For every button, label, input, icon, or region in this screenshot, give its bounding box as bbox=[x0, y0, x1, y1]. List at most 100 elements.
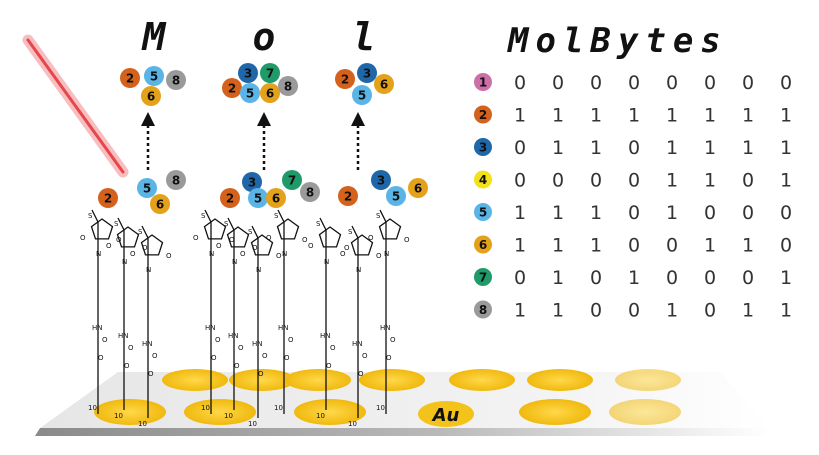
letter-M: M bbox=[141, 15, 167, 59]
bit-cell: 0 bbox=[704, 300, 716, 322]
atom-label: O bbox=[390, 336, 396, 344]
atom-label: S bbox=[348, 228, 353, 236]
atom-label: O bbox=[166, 252, 172, 260]
atom-label: N bbox=[146, 266, 151, 274]
molecule-number: 6 bbox=[380, 78, 388, 92]
molecule-number: 8 bbox=[284, 80, 292, 94]
molecule-number: 3 bbox=[244, 67, 252, 81]
bit-cell: 0 bbox=[666, 72, 678, 94]
atom-label: 10 bbox=[224, 412, 233, 420]
bit-cell: 1 bbox=[628, 267, 640, 289]
laser-beam bbox=[22, 34, 129, 178]
molecule-2-badge: 2 bbox=[335, 69, 355, 89]
bit-cell: 1 bbox=[742, 105, 754, 127]
bit-cell: 1 bbox=[514, 300, 526, 322]
gold-dot bbox=[184, 399, 256, 425]
atom-label: O bbox=[152, 352, 158, 360]
molecule-6-badge: 6 bbox=[408, 178, 428, 198]
atom-label: O bbox=[130, 250, 136, 258]
molecule-3-badge: 3 bbox=[238, 63, 258, 83]
atom-label: S bbox=[376, 212, 381, 220]
gold-dot bbox=[519, 399, 591, 425]
atom-label: O bbox=[98, 354, 104, 362]
molecule-8-badge: 8 bbox=[300, 182, 320, 202]
bit-cell: 1 bbox=[666, 105, 678, 127]
atom-label: 10 bbox=[88, 404, 97, 412]
arrow-head bbox=[351, 112, 365, 126]
arrow-head bbox=[257, 112, 271, 126]
atom-label: N bbox=[232, 258, 237, 266]
atom-label: S bbox=[224, 220, 229, 228]
atom-label: O bbox=[128, 344, 134, 352]
bit-cell: 1 bbox=[742, 137, 754, 159]
bit-cell: 1 bbox=[704, 235, 716, 257]
bit-cell: 0 bbox=[742, 170, 754, 192]
bit-cell: 0 bbox=[704, 72, 716, 94]
atom-label: O bbox=[344, 244, 350, 252]
bit-cell: 0 bbox=[552, 72, 564, 94]
molecule-5-badge: 5 bbox=[474, 203, 492, 221]
atom-label: O bbox=[193, 234, 199, 242]
molecule-2-badge: 2 bbox=[220, 188, 240, 208]
molecule-3-badge: 3 bbox=[357, 63, 377, 83]
atom-label: O bbox=[80, 234, 86, 242]
bit-cell: 0 bbox=[704, 202, 716, 224]
alkyl-chain bbox=[204, 209, 212, 414]
molecule-8-badge: 8 bbox=[166, 70, 186, 90]
bit-cell: 1 bbox=[666, 137, 678, 159]
atom-label: 10 bbox=[274, 404, 283, 412]
atom-label: O bbox=[386, 354, 392, 362]
atom-label: O bbox=[266, 234, 272, 242]
molecule-number: 7 bbox=[288, 174, 296, 188]
molecule-number: 7 bbox=[266, 67, 274, 81]
molecule-number: 4 bbox=[479, 173, 487, 187]
bit-cell: 1 bbox=[780, 105, 792, 127]
molecule-8-badge: 8 bbox=[278, 76, 298, 96]
atom-label: O bbox=[340, 250, 346, 258]
molecule-number: 1 bbox=[479, 76, 487, 90]
molecule-number: 3 bbox=[363, 67, 371, 81]
atom-label: 10 bbox=[376, 404, 385, 412]
alkyl-chain bbox=[141, 225, 149, 418]
molecule-8-badge: 8 bbox=[474, 300, 492, 319]
molecule-5-badge: 5 bbox=[137, 178, 157, 198]
bit-cell: 0 bbox=[628, 137, 640, 159]
atom-label: HN bbox=[320, 332, 331, 340]
atom-label: O bbox=[148, 370, 154, 378]
atom-label: S bbox=[316, 220, 321, 228]
bit-cell: 0 bbox=[514, 267, 526, 289]
bit-cell: 1 bbox=[514, 105, 526, 127]
molecule-number: 3 bbox=[479, 141, 487, 155]
atom-label: O bbox=[362, 352, 368, 360]
atom-label: N bbox=[209, 250, 214, 258]
molecule-number: 2 bbox=[226, 192, 234, 206]
bit-cell: 0 bbox=[590, 267, 602, 289]
alkyl-chain bbox=[379, 209, 387, 414]
bit-cell: 1 bbox=[590, 137, 602, 159]
molecule-2-badge: 2 bbox=[120, 68, 140, 88]
molecule-7-badge: 7 bbox=[282, 170, 302, 190]
bit-cell: 0 bbox=[780, 235, 792, 257]
bit-cell: 1 bbox=[780, 170, 792, 192]
atom-label: O bbox=[102, 336, 108, 344]
bit-cell: 0 bbox=[704, 267, 716, 289]
bit-cell: 0 bbox=[742, 267, 754, 289]
maleimide-ring bbox=[378, 218, 402, 240]
molecule-number: 5 bbox=[254, 192, 262, 206]
molecule-3-badge: 3 bbox=[474, 138, 492, 156]
atom-label: O bbox=[284, 354, 290, 362]
atom-label: O bbox=[368, 234, 374, 242]
molecule-7-badge: 7 bbox=[260, 63, 280, 83]
bit-cell: 1 bbox=[552, 105, 564, 127]
bit-cell: 1 bbox=[552, 300, 564, 322]
bit-cell: 0 bbox=[742, 72, 754, 94]
molecule-5-badge: 5 bbox=[240, 83, 260, 103]
bit-cell: 1 bbox=[666, 202, 678, 224]
atom-label: O bbox=[106, 242, 112, 250]
atom-label: O bbox=[240, 250, 246, 258]
